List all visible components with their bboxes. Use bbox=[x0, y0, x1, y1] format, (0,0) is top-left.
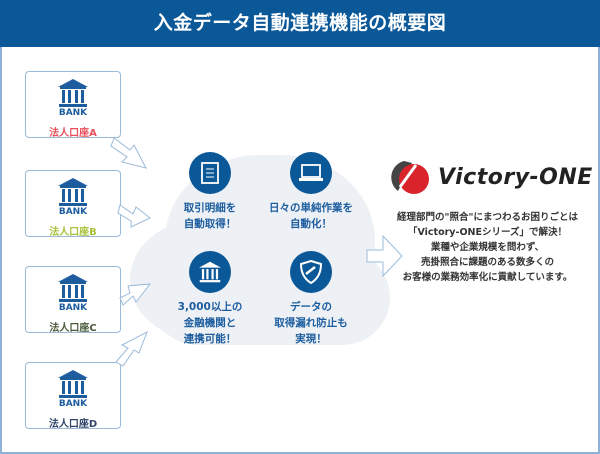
bank-label: 法人口座C bbox=[49, 323, 97, 334]
arrow-icon bbox=[115, 330, 148, 367]
bank-label: 法人口座D bbox=[48, 419, 98, 430]
logo-text: Victory-ONE bbox=[438, 164, 593, 190]
feature-automation: 日々の単純作業を 自動化！ bbox=[256, 152, 366, 232]
bank-icon-text: BANK bbox=[58, 108, 88, 118]
page-title: 入金データ自動連携機能の概要図 bbox=[0, 0, 600, 47]
description-line: 「Victory-ONEシリーズ」で解決！ bbox=[407, 227, 567, 238]
bank-icon bbox=[58, 178, 88, 206]
bank-icon-text: BANK bbox=[58, 399, 88, 409]
bank-label: 法人口座A bbox=[49, 128, 97, 139]
feature-text: 日々の単純作業を 自動化！ bbox=[269, 202, 353, 230]
laptop-icon bbox=[299, 164, 323, 181]
bank-icon bbox=[199, 261, 221, 283]
bank-label: 法人口座B bbox=[49, 227, 97, 238]
logo-mark-icon bbox=[391, 161, 429, 194]
description-line: 経理部門の"照合"にまつわるお困りごとは bbox=[397, 212, 578, 223]
diagram-frame bbox=[0, 47, 600, 454]
victory-one-logo: Victory-ONE bbox=[390, 157, 593, 197]
arrow-icon bbox=[110, 137, 147, 169]
bank-account-b: BANK 法人口座B bbox=[25, 170, 121, 238]
bank-icon bbox=[58, 370, 88, 398]
feature-data-protection: データの 取得漏れ防止も 実現！ bbox=[256, 251, 366, 347]
feature-auto-fetch: 取引明細を 自動取得！ bbox=[155, 152, 265, 232]
arrow-icon bbox=[366, 234, 403, 278]
feature-text: 3,000以上の 金融機関と 連携可能！ bbox=[177, 301, 243, 345]
feature-bank-integration: 3,000以上の 金融機関と 連携可能！ bbox=[155, 251, 265, 347]
bank-icon-text: BANK bbox=[58, 303, 88, 313]
document-icon bbox=[201, 162, 219, 184]
description: 経理部門の"照合"にまつわるお困りごとは 「Victory-ONEシリーズ」で解… bbox=[380, 210, 595, 285]
feature-text: データの 取得漏れ防止も 実現！ bbox=[274, 301, 348, 345]
bank-icon bbox=[58, 79, 88, 107]
bank-icon-text: BANK bbox=[58, 207, 88, 217]
description-line: 売掛照合に課題のある数多くの bbox=[420, 257, 554, 268]
bank-account-c: BANK 法人口座C bbox=[25, 266, 121, 334]
description-line: 業種や企業規模を問わず、 bbox=[430, 242, 545, 253]
bank-account-d: BANK 法人口座D bbox=[25, 362, 121, 430]
description-line: お客様の業務効率化に貢献しています。 bbox=[402, 272, 573, 283]
shield-icon bbox=[300, 260, 322, 284]
arrow-icon bbox=[117, 204, 151, 228]
feature-text: 取引明細を 自動取得！ bbox=[183, 202, 237, 230]
bank-icon bbox=[58, 274, 88, 302]
bank-account-a: BANK 法人口座A bbox=[25, 71, 121, 139]
arrow-icon bbox=[119, 283, 152, 306]
